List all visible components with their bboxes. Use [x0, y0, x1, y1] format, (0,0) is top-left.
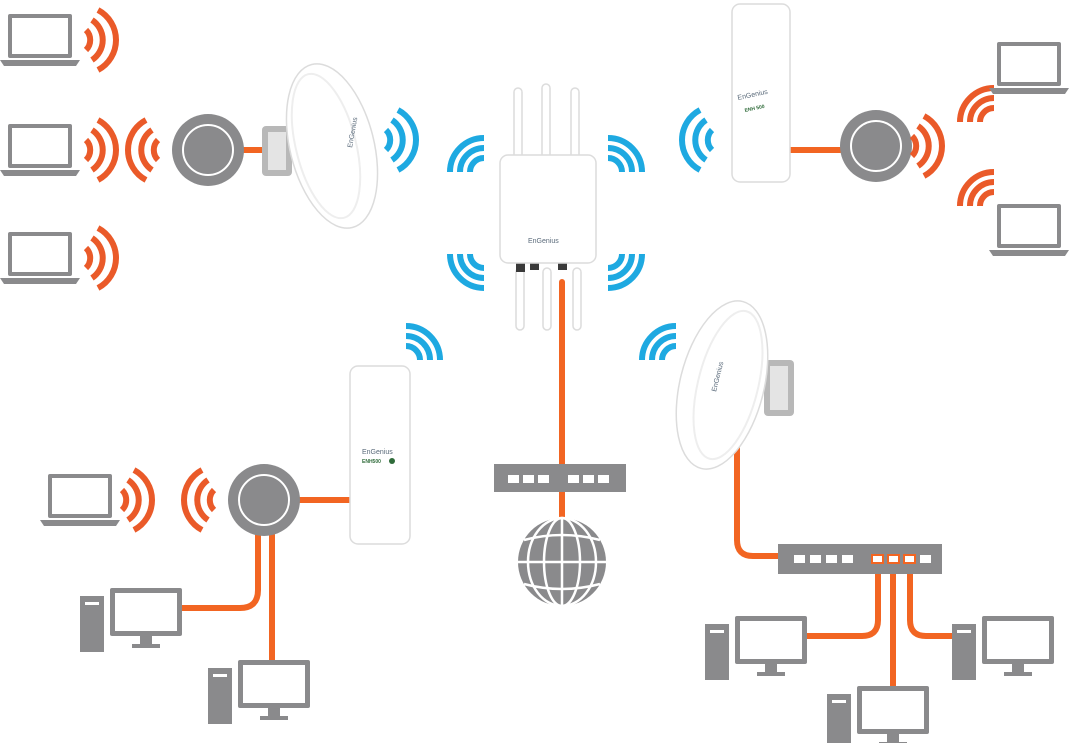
laptop-icon [989, 204, 1069, 256]
wireless-router-icon [840, 110, 912, 182]
laptop-wifi-signal-icon [960, 88, 994, 206]
wireless-router-icon [228, 464, 300, 536]
dish-antenna-icon: EnGenius [262, 54, 393, 237]
router-wifi-signal-icon [912, 116, 942, 176]
dish-wifi-signal-icon [642, 326, 676, 360]
outdoor-bridge-icon: EnGenius ENH500 [350, 366, 410, 544]
dish-antenna-icon: EnGenius [660, 291, 794, 478]
bridge-left-brand-label: EnGenius [362, 449, 393, 456]
bridge-wifi-signal-icon [682, 110, 712, 170]
laptop-icon [0, 232, 80, 284]
wireless-router-icon [172, 114, 244, 186]
desktop-computer-icon [952, 616, 1054, 680]
laptop-icon [0, 124, 80, 176]
network-switch-icon [494, 464, 626, 492]
laptop-icon [40, 474, 120, 526]
cable-router-to-desktop-1 [182, 535, 258, 608]
desktop-computer-icon [208, 660, 310, 724]
network-switch-icon [778, 544, 942, 574]
access-point-icon: EnGenius [500, 84, 596, 330]
router-wifi-signal-icon [128, 120, 158, 180]
laptop-icon [0, 14, 80, 66]
desktop-computer-icon [80, 588, 182, 652]
laptop-wifi-signal-icon [86, 10, 116, 288]
dish-wifi-signal-icon [386, 110, 416, 170]
router-wifi-signal-icon [184, 470, 214, 530]
outdoor-bridge-icon: EnGenius ENH 500 [732, 4, 790, 182]
cable-dish-bottom-to-switch [737, 445, 782, 556]
laptop-icon [989, 42, 1069, 94]
bridge-wifi-signal-icon [406, 326, 440, 360]
desktop-computer-icon [705, 616, 807, 680]
bridge-left-model-label: ENH500 [362, 459, 381, 465]
globe-icon [518, 518, 606, 606]
desktop-computer-icon [827, 686, 929, 743]
laptop-wifi-signal-icon [122, 470, 152, 530]
ap-brand-label: EnGenius [528, 238, 559, 245]
